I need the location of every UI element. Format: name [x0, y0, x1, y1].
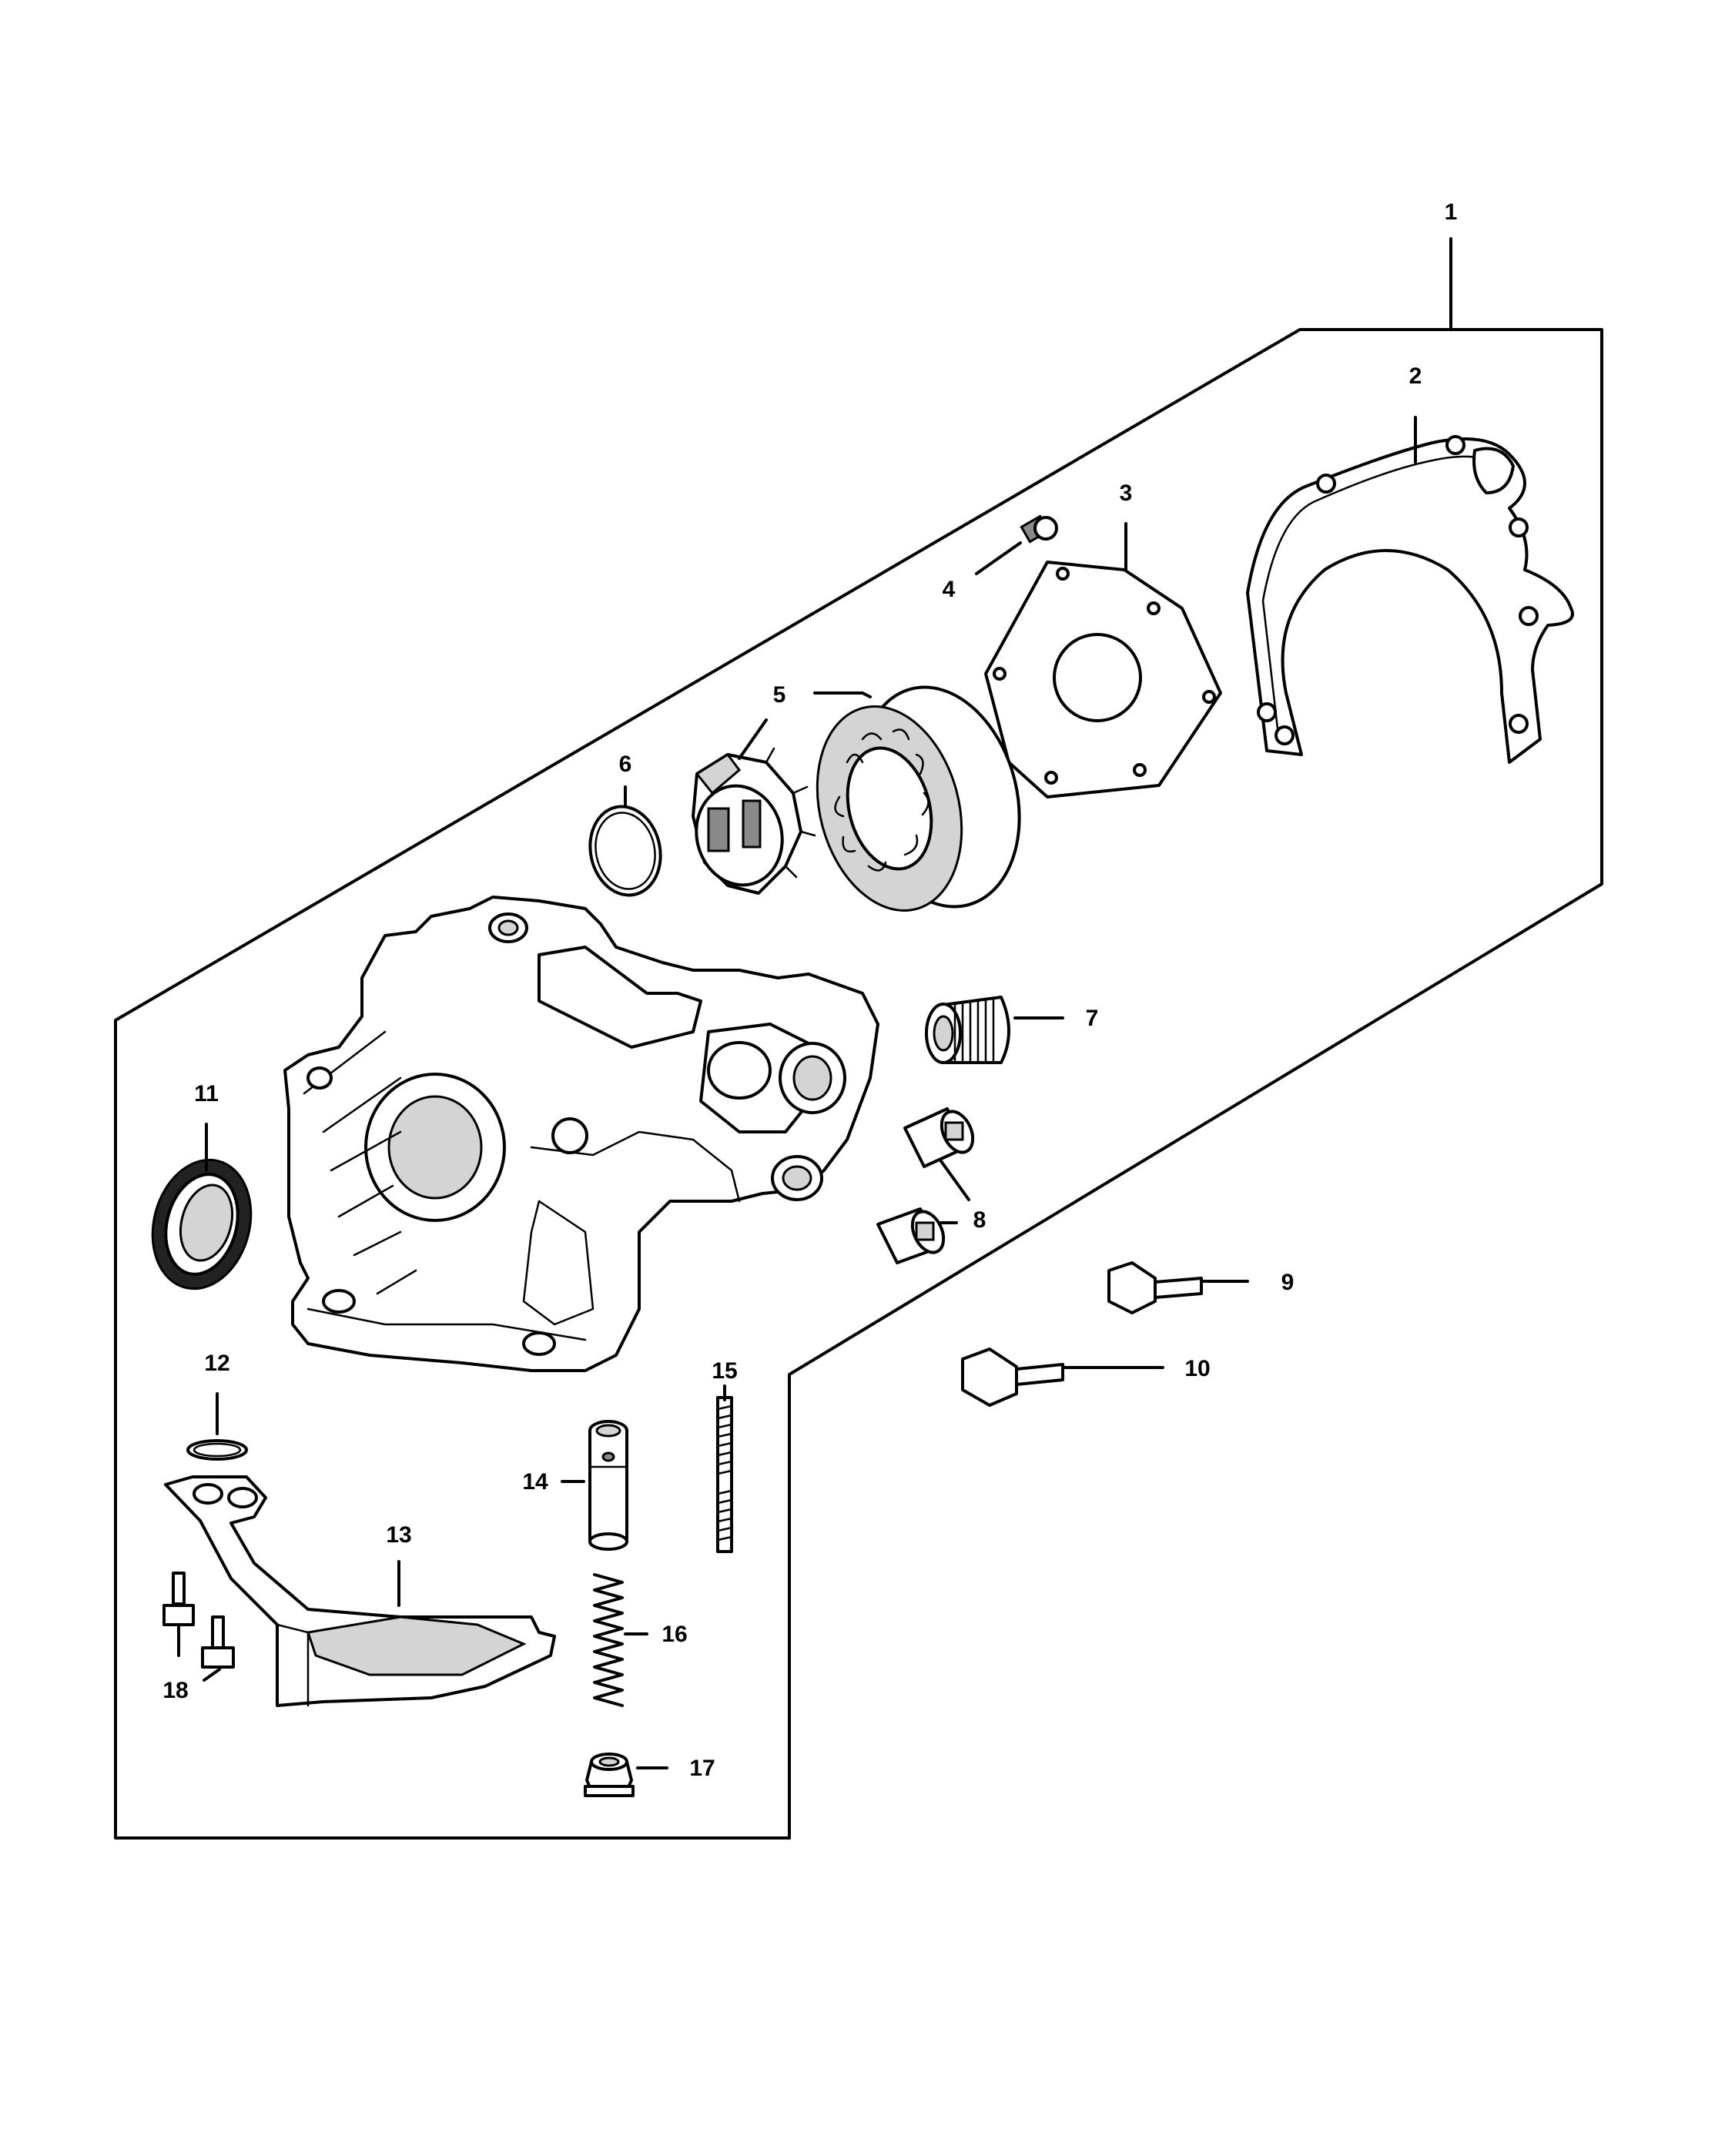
callout-4: 4	[943, 577, 956, 602]
callout-12: 12	[204, 1351, 229, 1376]
part-2-gasket	[1246, 416, 1574, 764]
part-17-cap	[584, 1753, 668, 1797]
callout-5: 5	[773, 682, 786, 708]
part-6-o-ring	[588, 785, 662, 897]
assembly-boundary	[114, 328, 1603, 1840]
callout-7: 7	[1086, 1006, 1099, 1031]
callout-16: 16	[662, 1622, 687, 1647]
part-3-cover-plate	[984, 522, 1222, 798]
part-5-outer-rotor	[813, 685, 1021, 912]
part-11-seal	[151, 1123, 253, 1291]
callout-10: 10	[1184, 1356, 1210, 1381]
callout-6: 6	[619, 752, 632, 777]
part-9-bolt	[1107, 1261, 1249, 1314]
callout-18: 18	[162, 1678, 188, 1703]
callout-2: 2	[1409, 363, 1422, 389]
callout-3: 3	[1120, 480, 1133, 506]
callout-13: 13	[386, 1522, 411, 1548]
part-15-stud	[716, 1384, 733, 1553]
part-12-o-ring	[186, 1392, 248, 1461]
callout-8: 8	[973, 1207, 986, 1233]
pump-housing	[283, 896, 879, 1372]
callout-14: 14	[522, 1469, 548, 1495]
part-13-pickup-tube	[164, 1475, 556, 1707]
part-10-bolt	[961, 1348, 1164, 1407]
callout-1: 1	[1445, 199, 1458, 225]
part-16-spring	[593, 1573, 648, 1707]
part-14-plunger	[561, 1420, 628, 1551]
callout-15: 15	[712, 1358, 737, 1384]
callout-11: 11	[194, 1081, 219, 1106]
part-18-bolts	[162, 1572, 235, 1682]
part-5-inner-rotor	[692, 718, 816, 895]
callout-9: 9	[1281, 1270, 1295, 1295]
part-8-bushings	[876, 1107, 975, 1264]
part-4-screw	[975, 514, 1058, 575]
callout-17: 17	[689, 1756, 715, 1781]
part-7-plug	[925, 996, 1064, 1064]
